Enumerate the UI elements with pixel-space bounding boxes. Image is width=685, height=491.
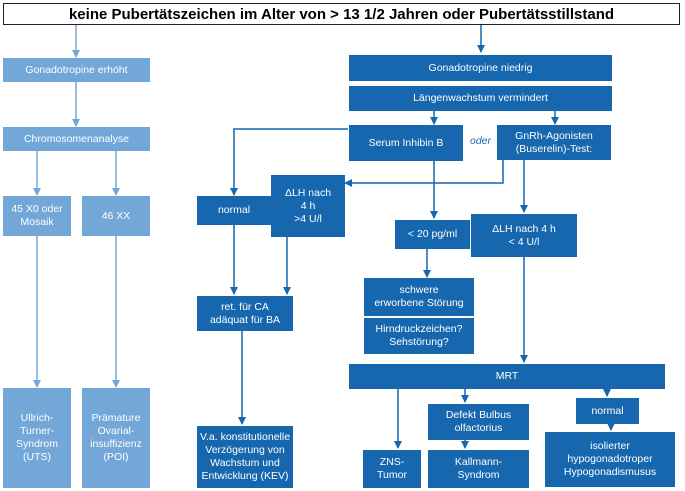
node-46xx: 46 XX [82, 196, 150, 236]
node-45x0-mosaik: 45 X0 oder Mosaik [3, 196, 71, 236]
node-chromosomenanalyse: Chromosomenanalyse [3, 127, 150, 151]
node-defekt-bulbus: Defekt Bulbus olfactorius [428, 404, 529, 440]
node-gonadotropine-niedrig: Gonadotropine niedrig [349, 55, 612, 81]
node-lh-gt4: ΔLH nach 4 h >4 U/l [271, 175, 345, 237]
node-normal-1: normal [197, 196, 271, 225]
arrow-inhibin-normal [230, 128, 348, 196]
node-laengenwachstum: Längenwachstum vermindert [349, 86, 612, 111]
node-isolierter: isolierter hypogonadotroper Hypogonadism… [545, 432, 675, 487]
node-mrt: MRT [349, 364, 665, 389]
node-gnrh-test: GnRh-Agonisten (Buserelin)-Test: [497, 125, 611, 160]
node-schwere-stoerung: schwere erworbene Störung [364, 278, 474, 316]
node-lt20: < 20 pg/ml [395, 220, 470, 249]
node-gonadotropine-erhoeht: Gonadotropine erhöht [3, 58, 150, 82]
diagram-title: keine Pubertätszeichen im Alter von > 13… [3, 3, 680, 25]
arrow-gnrh-lhgt4 [344, 160, 504, 187]
node-poi: Prämature Ovarial- insuffizienz (POI) [82, 388, 150, 488]
oder-label: oder [470, 135, 492, 147]
node-kallmann: Kallmann- Syndrom [428, 450, 529, 488]
node-lh-lt4: ΔLH nach 4 h < 4 U/l [471, 214, 577, 257]
node-kev: V.a. konstitutionelle Verzögerung von Wa… [197, 426, 293, 488]
node-normal-2: normal [576, 398, 639, 424]
node-ret-ca: ret. für CA adäquat für BA [197, 296, 293, 331]
node-zns-tumor: ZNS- Tumor [363, 450, 421, 488]
node-serum-inhibin: Serum Inhibin B [349, 125, 463, 161]
node-hirndruck: Hirndruckzeichen? Sehstörung? [364, 318, 474, 354]
node-uts: Ullrich- Turner- Syndrom (UTS) [3, 388, 71, 488]
